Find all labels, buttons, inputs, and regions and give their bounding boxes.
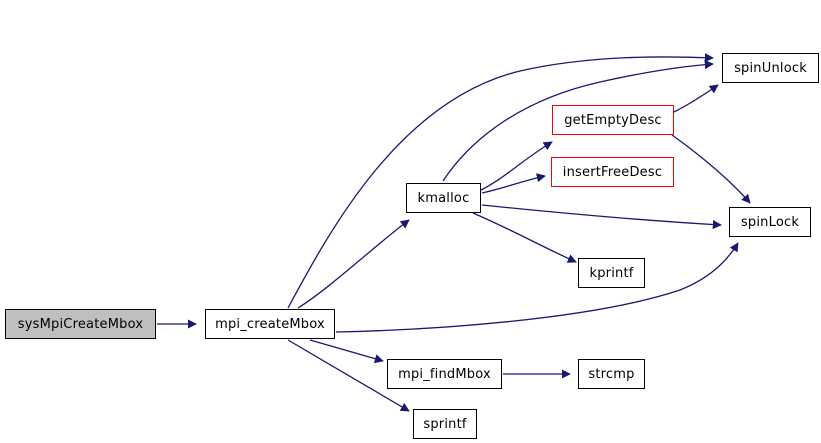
graph-node-spinUnlock[interactable]: spinUnlock: [722, 53, 819, 83]
graph-node-kmalloc[interactable]: kmalloc: [406, 183, 481, 213]
edge-mpi_createMbox-spinUnlock: [287, 53, 714, 309]
graph-node-sprintf[interactable]: sprintf: [413, 409, 477, 439]
edge-kmalloc-insertFreeDesc: [481, 173, 546, 194]
graph-node-label: kprintf: [589, 265, 634, 281]
graph-node-label: strcmp: [588, 366, 635, 382]
edge-getEmptyDesc-spinLock: [671, 134, 751, 204]
graph-node-label: sysMpiCreateMbox: [17, 316, 144, 332]
graph-node-label: sprintf: [423, 416, 467, 432]
graph-node-sysMpiCreateMbox[interactable]: sysMpiCreateMbox: [5, 309, 156, 339]
graph-node-label: spinUnlock: [734, 60, 807, 76]
graph-node-strcmp[interactable]: strcmp: [578, 359, 645, 389]
edge-mpi_createMbox-mpi_findMbox: [309, 339, 384, 364]
edge-kmalloc-spinUnlock: [442, 60, 714, 182]
graph-node-insertFreeDesc[interactable]: insertFreeDesc: [551, 157, 674, 187]
graph-node-spinLock[interactable]: spinLock: [729, 207, 811, 237]
graph-node-label: kmalloc: [417, 190, 470, 206]
graph-node-label: mpi_createMbox: [215, 316, 325, 332]
graph-node-label: spinLock: [740, 214, 800, 230]
graph-node-kprintf[interactable]: kprintf: [578, 258, 645, 288]
graph-node-mpi_findMbox[interactable]: mpi_findMbox: [387, 359, 502, 389]
edge-kmalloc-getEmptyDesc: [480, 141, 553, 191]
graph-node-label: insertFreeDesc: [562, 164, 663, 180]
edge-kmalloc-kprintf: [472, 212, 577, 263]
graph-node-getEmptyDesc[interactable]: getEmptyDesc: [552, 105, 674, 135]
edge-mpi_createMbox-sprintf: [287, 339, 410, 412]
graph-node-label: mpi_findMbox: [398, 366, 491, 382]
edge-mpi_createMbox-kmalloc: [297, 219, 410, 309]
edge-mpi_createMbox-spinLock: [335, 242, 739, 333]
edge-kmalloc-spinLock: [481, 204, 722, 230]
graph-node-label: getEmptyDesc: [564, 112, 662, 128]
graph-node-mpi_createMbox[interactable]: mpi_createMbox: [205, 309, 335, 339]
edge-getEmptyDesc-spinUnlock: [673, 84, 719, 113]
